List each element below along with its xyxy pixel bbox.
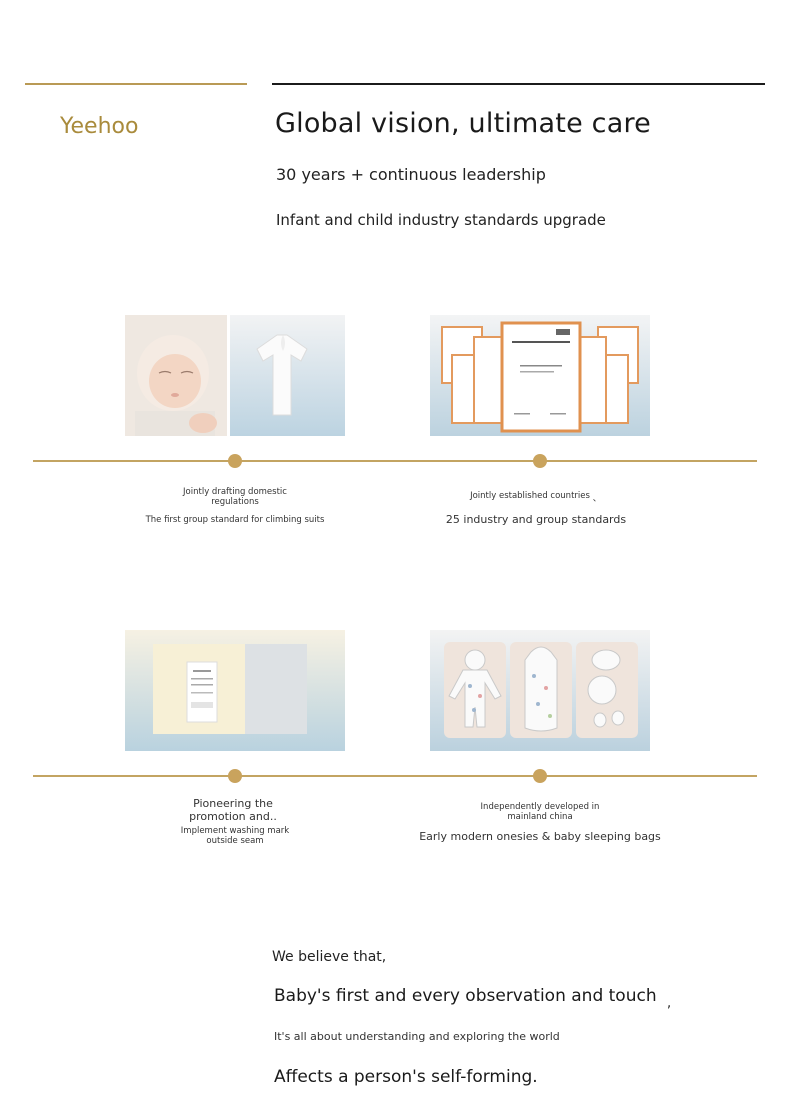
milestone-image-baby-bodysuit [125, 315, 345, 436]
timeline-dot [228, 769, 242, 783]
milestone-image-washing-label [125, 630, 345, 751]
milestone-2-mark: 、 [592, 494, 602, 504]
subtitle-leadership: 30 years + continuous leadership [276, 165, 546, 184]
milestone-3-line2: Implement washing mark outside seam [180, 826, 290, 847]
header-rule-right [272, 83, 765, 85]
milestone-2-line2: 25 industry and group standards [445, 513, 627, 526]
brand-name: Yeehoo [60, 114, 139, 139]
header-rule-left [25, 83, 247, 85]
quote-line-3: It's all about understanding and explori… [274, 1030, 560, 1043]
timeline-rule-2 [33, 775, 757, 777]
page-title: Global vision, ultimate care [275, 108, 651, 139]
milestone-4-line2: Early modern onesies & baby sleeping bag… [419, 830, 661, 843]
timeline-dot [228, 454, 242, 468]
milestone-2-line1: Jointly established countries [470, 491, 590, 501]
milestone-1-line2: The first group standard for climbing su… [145, 515, 325, 525]
quote-line-4: Affects a person's self-forming. [274, 1067, 538, 1087]
subtitle-standards: Infant and child industry standards upgr… [276, 211, 606, 229]
milestone-4-line1: Independently developed in mainland chin… [480, 802, 600, 823]
quote-line-2: Baby's first and every observation and t… [274, 986, 657, 1006]
timeline-dot [533, 769, 547, 783]
timeline-dot [533, 454, 547, 468]
milestone-3-line1: Pioneering the promotion and.. [189, 797, 277, 824]
milestone-image-onesies [430, 630, 650, 751]
milestone-1-line1: Jointly drafting domestic regulations [183, 487, 287, 508]
quote-line-1: We believe that, [272, 949, 387, 965]
milestone-image-certificates [430, 315, 650, 436]
timeline-rule-1 [33, 460, 757, 462]
quote-line-2-tail: , [667, 996, 672, 1011]
